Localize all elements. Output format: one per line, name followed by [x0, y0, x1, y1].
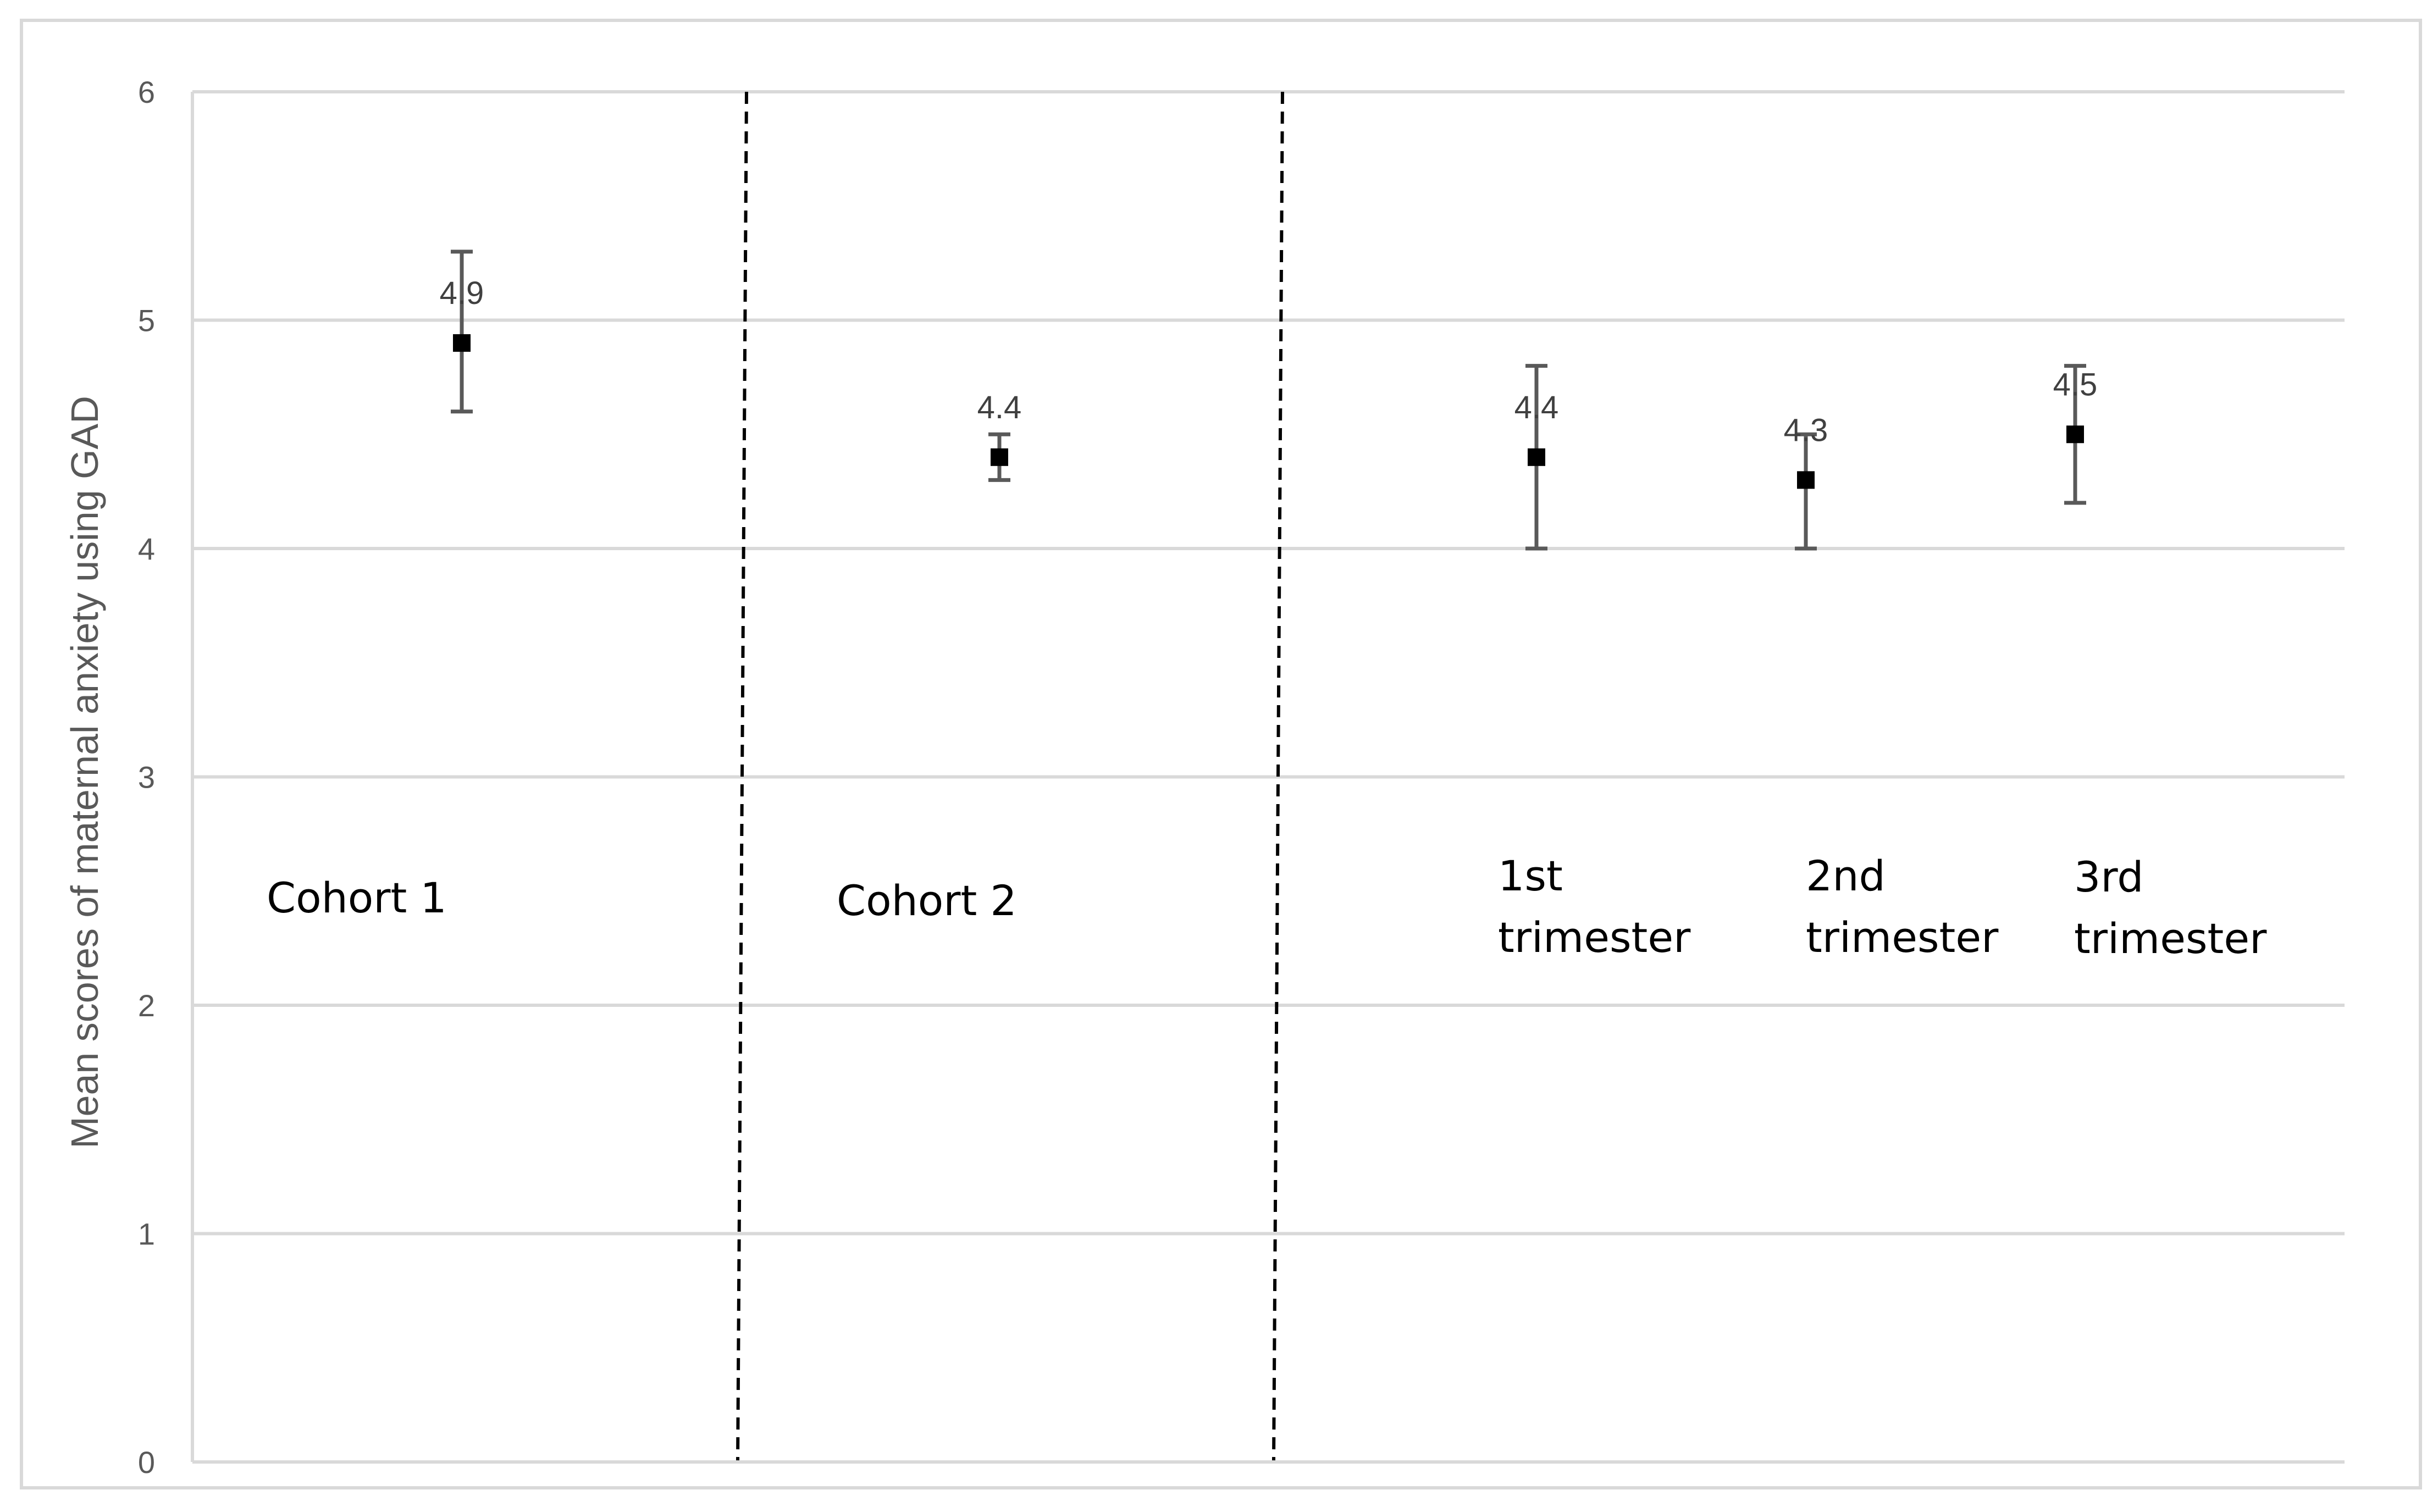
category-label-line: Cohort 2 [837, 876, 1017, 925]
category-label-line: 3rd [2074, 852, 2144, 901]
category-label-2nd-trimester: 2nd trimester [1806, 851, 1999, 962]
marker-cohort-2 [991, 448, 1008, 466]
data-label-1st-trimester: 4.4 [1514, 390, 1559, 425]
gridlines [192, 90, 2345, 1236]
y-tick-label-1: 1 [138, 1217, 155, 1251]
marker-cohort-1 [453, 334, 471, 352]
category-label-line: 2nd [1806, 851, 1886, 900]
error-bars [451, 250, 2086, 551]
chart-frame [20, 19, 2422, 1489]
marker-3rd-trimester [2066, 425, 2084, 444]
category-label-line: trimester [1806, 913, 1999, 962]
axes [191, 92, 2345, 1464]
y-axis-title: Mean scores of maternal anxiety using GA… [63, 396, 106, 1149]
category-label-cohort-2: Cohort 2 [837, 876, 1017, 925]
data-label-cohort-1: 4.9 [440, 275, 484, 311]
group-separator-2 [1272, 91, 1284, 1463]
y-tick-label-4: 4 [138, 531, 155, 566]
data-markers [453, 334, 2084, 489]
y-tick-label-5: 5 [138, 303, 155, 338]
category-label-line: trimester [2074, 914, 2267, 963]
data-label-cohort-2: 4.4 [977, 390, 1022, 425]
category-label-3rd-trimester: 3rd trimester [2074, 852, 2267, 963]
marker-2nd-trimester [1797, 471, 1815, 489]
category-label-line: trimester [1498, 913, 1691, 962]
category-label-line: 1st [1498, 851, 1563, 900]
marker-1st-trimester [1528, 448, 1545, 466]
y-tick-label-3: 3 [138, 760, 155, 795]
data-label-2nd-trimester: 4.3 [1784, 412, 1828, 448]
group-separator-1 [736, 91, 748, 1463]
y-tick-label-2: 2 [138, 988, 155, 1023]
y-tick-label-6: 6 [138, 75, 155, 109]
group-separators [736, 91, 1284, 1463]
category-label-1st-trimester: 1st trimester [1498, 851, 1691, 962]
data-labels: 4.9 4.4 4.4 4.3 4.5 [440, 275, 2098, 448]
category-label-line: Cohort 1 [267, 873, 447, 922]
data-label-3rd-trimester: 4.5 [2053, 367, 2098, 402]
y-tick-label-0: 0 [138, 1445, 155, 1480]
y-tick-labels: 0 1 2 3 4 5 6 [138, 75, 155, 1480]
category-label-cohort-1: Cohort 1 [267, 873, 447, 922]
category-labels: Cohort 1 Cohort 2 1st trimester 2nd trimester… [267, 851, 2267, 963]
